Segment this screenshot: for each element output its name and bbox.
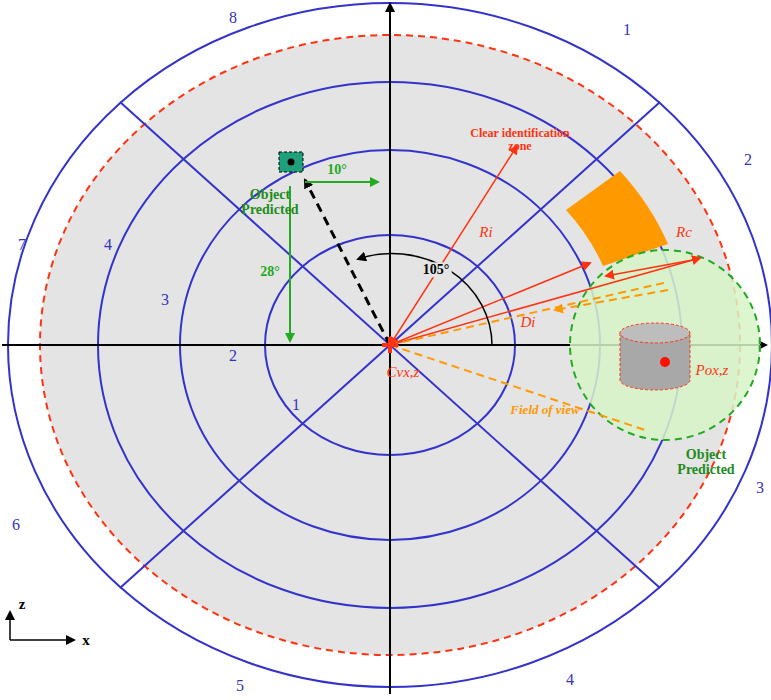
zone-label: Clear identification zone	[470, 127, 570, 153]
sector-number: 4	[566, 671, 574, 689]
object-label: Object Predicted	[230, 187, 310, 218]
radius-label: Rc	[676, 224, 692, 241]
axis-label: x	[82, 632, 90, 649]
sector-number: 2	[744, 151, 752, 169]
ring-number: 4	[104, 236, 112, 254]
field-of-view-label: Field of view	[510, 403, 579, 417]
sector-number: 6	[12, 516, 20, 534]
angle-label: 10°	[325, 162, 349, 177]
sector-number: 8	[229, 9, 237, 27]
center-label: Cvx,z	[387, 364, 420, 381]
distance-label: Di	[521, 314, 536, 331]
angle-label: 105°	[421, 262, 452, 277]
radius-label: Ri	[479, 224, 492, 241]
sector-number: 5	[236, 677, 244, 695]
ring-number: 2	[229, 347, 237, 365]
sector-number: 1	[623, 21, 631, 39]
angle-label: 28°	[258, 264, 282, 279]
ring-number: 1	[292, 396, 300, 414]
sector-number: 3	[756, 479, 764, 497]
object-label: Object Predicted	[666, 447, 746, 478]
ring-number: 3	[161, 291, 169, 309]
position-label: Pox,z	[696, 362, 729, 379]
sector-number: 7	[18, 236, 26, 254]
axis-label: z	[19, 596, 26, 613]
